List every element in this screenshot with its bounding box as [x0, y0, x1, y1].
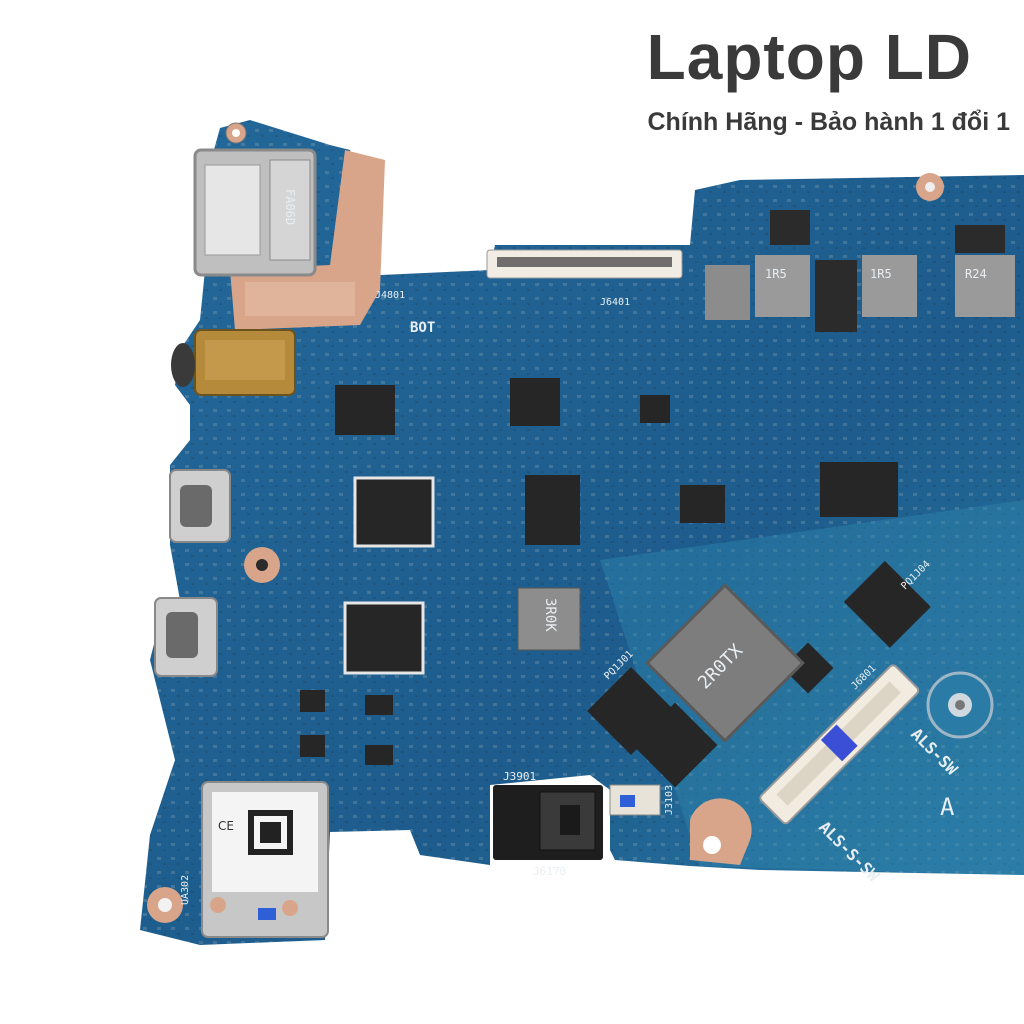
hdmi-marking: FA06D — [283, 189, 297, 225]
usb-c-port-1 — [169, 469, 231, 543]
wifi-module: CE — [201, 781, 329, 938]
brand-title: Laptop LD — [646, 21, 972, 93]
audio-jack — [171, 329, 296, 396]
label-ua302: UA302 — [180, 875, 191, 905]
large-choke: 2R0TX — [645, 583, 805, 743]
label-a: A — [940, 793, 955, 821]
label-j3901: J3901 — [503, 770, 536, 783]
chips — [300, 378, 931, 788]
usb-c-port-2 — [154, 597, 218, 677]
label-j6401: J6401 — [600, 297, 630, 308]
small-choke: 3R0K — [517, 587, 581, 651]
display-connector — [486, 249, 683, 279]
j6801-connector — [759, 664, 920, 825]
svg-text:CE: CE — [218, 819, 234, 833]
hdmi-port: FA06D — [193, 122, 317, 277]
label-j6170: J6170 — [533, 865, 566, 878]
power-inductors: 1R5 1R5 R24 — [705, 210, 1015, 332]
small-choke-label: 3R0K — [542, 598, 558, 632]
inductor-label-2: 1R5 — [870, 267, 892, 281]
inductor-label-3: R24 — [965, 267, 987, 281]
label-j4801: J4801 — [375, 290, 405, 301]
label-bot: BOT — [410, 320, 435, 336]
brand-subtitle: Chính Hãng - Bảo hành 1 đổi 1 — [647, 108, 1011, 136]
j3901-connector — [493, 785, 603, 860]
label-j3103: J3103 — [664, 785, 675, 815]
inductor-label-1: 1R5 — [765, 267, 787, 281]
